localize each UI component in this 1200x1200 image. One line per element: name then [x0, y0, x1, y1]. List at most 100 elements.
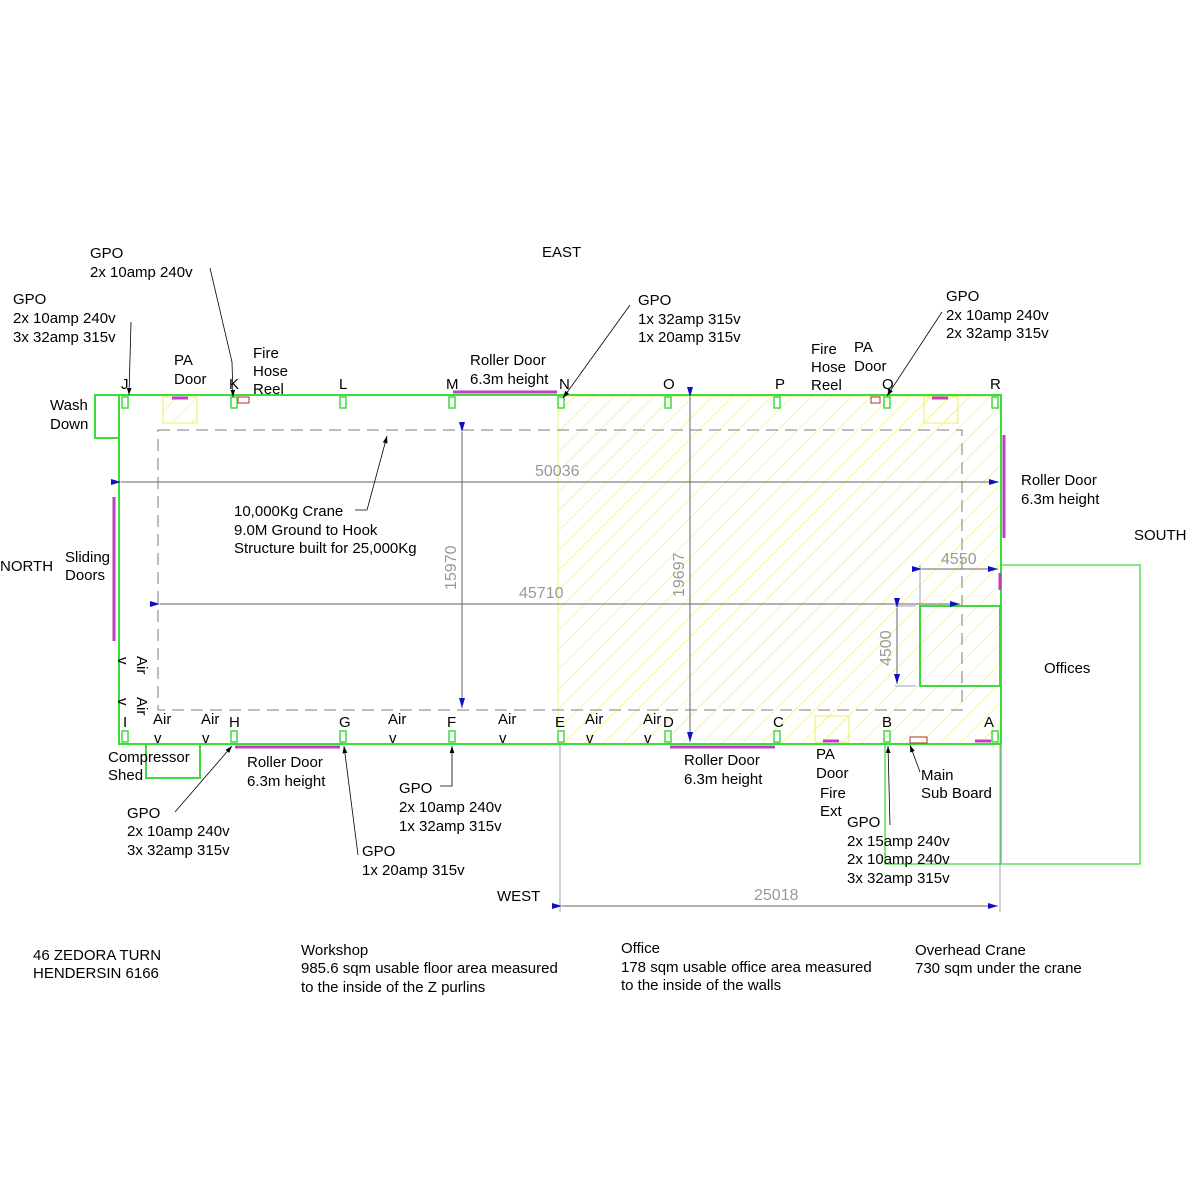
offices-outline: [884, 564, 1141, 865]
roller-door-height: 6.3m height: [684, 771, 763, 788]
column: [883, 730, 891, 743]
roller-door-height: 6.3m height: [1021, 491, 1100, 508]
workshop-note: to the inside of the Z purlins: [301, 979, 485, 996]
dim-crane-length: 45710: [519, 585, 564, 602]
column: [773, 730, 781, 743]
gridline-label-E: E: [555, 714, 565, 731]
air-valve-label: v: [499, 730, 507, 747]
air-valve-label: v: [202, 730, 210, 747]
air-valve-label: v: [114, 698, 131, 706]
air-outlet-label: Air: [133, 656, 150, 674]
column: [991, 396, 999, 409]
gridline-label-G: G: [339, 714, 351, 731]
crane-note-title: Overhead Crane: [915, 942, 1026, 959]
gpo-label: GPO: [90, 245, 123, 262]
compass-south: SOUTH: [1134, 527, 1187, 544]
roller-door-label: Roller Door: [470, 352, 546, 369]
air-valve-label: v: [586, 730, 594, 747]
office-note: to the inside of the walls: [621, 977, 781, 994]
pa-door-label: Door: [174, 371, 207, 388]
gridline-label-O: O: [663, 376, 675, 393]
gpo-spec: 2x 15amp 240v: [847, 833, 950, 850]
gpo-spec: 2x 10amp 240v: [946, 307, 1049, 324]
pa-door-label: PA: [174, 352, 193, 369]
crane-runway: [157, 429, 963, 711]
air-valve-label: v: [114, 657, 131, 665]
gridline-label-J: J: [121, 376, 129, 393]
air-outlet-label: Air: [388, 711, 406, 728]
column: [557, 396, 565, 409]
gpo-label: GPO: [847, 814, 880, 831]
annotations: GPO 2x 10amp 240v GPO 2x 10amp 240v 3x 3…: [13, 245, 1100, 887]
crane-label: Structure built for 25,000Kg: [234, 540, 417, 557]
fire-hose-label: Reel: [253, 381, 284, 398]
leader-lines: [126, 267, 943, 856]
pa-door-label: Door: [854, 358, 887, 375]
column: [991, 730, 999, 743]
gpo-spec: 1x 32amp 315v: [399, 818, 502, 835]
fire-hose-reel-icon: [870, 396, 881, 404]
compressor-label: Shed: [108, 767, 143, 784]
address-line: 46 ZEDORA TURN: [33, 947, 161, 964]
roller-door-label: Roller Door: [1021, 472, 1097, 489]
fire-hose-reel-icon: [237, 396, 250, 404]
gpo-label: GPO: [946, 288, 979, 305]
air-outlet-label: Air: [133, 697, 150, 715]
gpo-spec: 3x 32amp 315v: [127, 842, 230, 859]
gridline-label-N: N: [559, 376, 570, 393]
pa-door-label: Door: [816, 765, 849, 782]
column: [339, 730, 347, 743]
fire-hose-label: Fire: [253, 345, 279, 362]
gpo-spec: 2x 10amp 240v: [127, 823, 230, 840]
gpo-spec: 3x 32amp 315v: [847, 870, 950, 887]
air-valve-label: v: [389, 730, 397, 747]
main-sub-board-label: Sub Board: [921, 785, 992, 802]
sliding-doors-label: Doors: [65, 567, 105, 584]
column: [773, 396, 781, 409]
column: [664, 730, 672, 743]
gpo-label: GPO: [638, 292, 671, 309]
pa-door-hatch: [814, 715, 850, 743]
gpo-label: GPO: [399, 780, 432, 797]
compass-north: NORTH: [0, 558, 53, 575]
gridline-label-Q: Q: [882, 376, 894, 393]
pa-door-hatch: [162, 396, 198, 424]
gridline-label-K: K: [229, 376, 239, 393]
gpo-spec: 2x 10amp 240v: [847, 851, 950, 868]
column: [448, 396, 456, 409]
crane-note: 730 sqm under the crane: [915, 960, 1082, 977]
gpo-label: GPO: [13, 291, 46, 308]
roller-door-label: Roller Door: [684, 752, 760, 769]
main-sub-board-label: Main: [921, 767, 954, 784]
compass-east: EAST: [542, 244, 581, 261]
fire-ext-label: Ext: [820, 803, 843, 820]
internal-room: [919, 605, 1001, 687]
crane-label: 9.0M Ground to Hook: [234, 522, 378, 539]
footer-notes: 46 ZEDORA TURN HENDERSIN 6166 Workshop 9…: [33, 940, 1082, 996]
column: [230, 396, 238, 409]
column: [121, 396, 129, 409]
air-outlet-label: Air: [498, 711, 516, 728]
roller-door-height: 6.3m height: [247, 773, 326, 790]
main-sub-board-icon: [909, 736, 928, 744]
gpo-spec: 2x 32amp 315v: [946, 325, 1049, 342]
fire-hose-label: Hose: [253, 363, 288, 380]
compass-west: WEST: [497, 888, 540, 905]
gridline-label-F: F: [447, 714, 456, 731]
dim-overall-length: 50036: [535, 463, 580, 480]
gpo-spec: 2x 10amp 240v: [399, 799, 502, 816]
column: [557, 730, 565, 743]
pa-door-hatch: [923, 396, 959, 424]
column: [339, 396, 347, 409]
wash-down-label: Down: [50, 416, 88, 433]
wash-down-bay: [94, 394, 120, 439]
dim-crane-width: 15970: [443, 545, 460, 590]
compressor-label: Compressor: [108, 749, 190, 766]
column: [883, 396, 891, 409]
roller-door-height: 6.3m height: [470, 371, 549, 388]
fire-ext-label: Fire: [820, 785, 846, 802]
column: [230, 730, 238, 743]
fire-hose-label: Reel: [811, 377, 842, 394]
